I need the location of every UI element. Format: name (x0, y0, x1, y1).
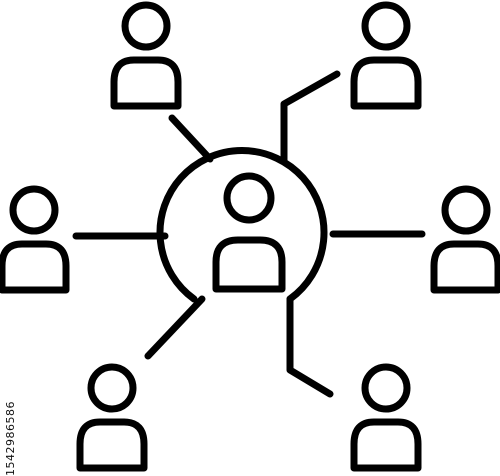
connector-bottom-left (144, 295, 206, 360)
person-icon-top-right (350, 1, 422, 110)
person-icon-left (0, 185, 70, 294)
person-icon-bottom-left (76, 363, 148, 472)
center-person-icon (212, 172, 286, 293)
central-hub (156, 147, 328, 303)
hub-ring (156, 147, 328, 303)
connector-top-right (280, 70, 341, 164)
person-icon-right (430, 185, 500, 294)
connection-lines (72, 70, 426, 398)
person-icon-bottom-right (350, 363, 422, 472)
connector-top-left (168, 114, 214, 163)
person-icon-top-left (110, 1, 182, 110)
connector-bottom-right (286, 295, 334, 398)
watermark-id: 1542986586 (4, 401, 17, 476)
